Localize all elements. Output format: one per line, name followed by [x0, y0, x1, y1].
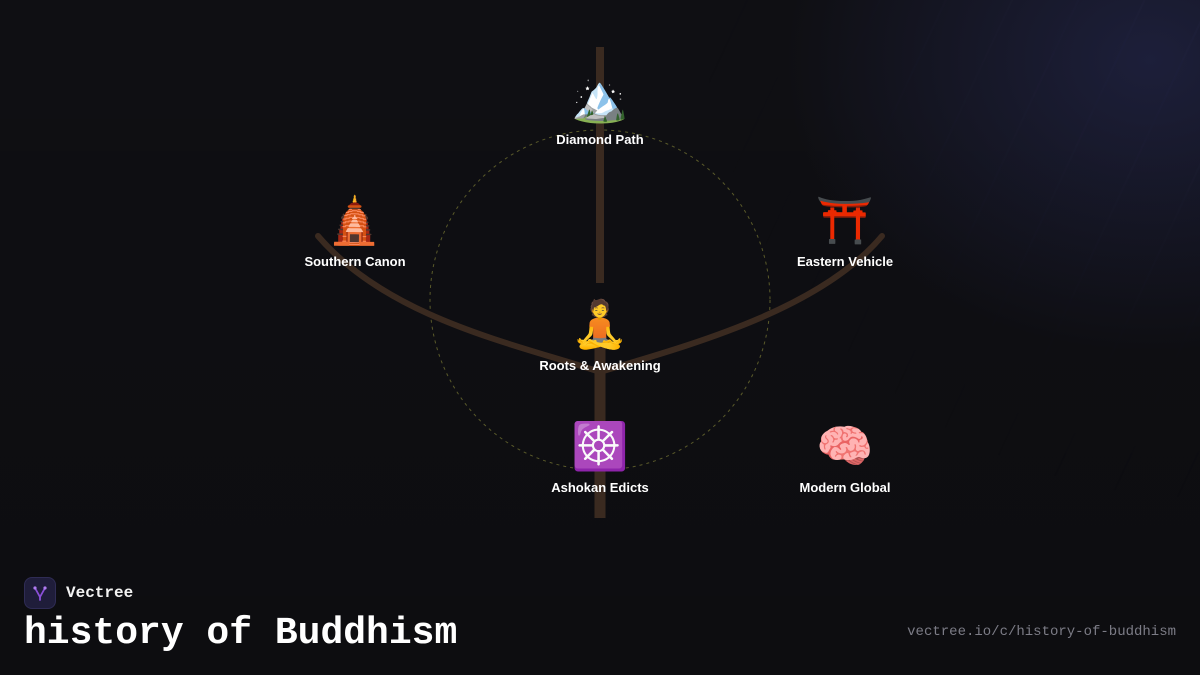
dharma-wheel-icon: ☸️	[571, 419, 629, 473]
node-roots-awakening[interactable]: 🧘 Roots & Awakening	[520, 296, 680, 373]
temple-icon: 🛕	[326, 193, 384, 247]
brand-name: Vectree	[66, 584, 134, 602]
node-southern-canon[interactable]: 🛕 Southern Canon	[275, 192, 435, 269]
node-label: Roots & Awakening	[539, 358, 661, 373]
node-ashokan-edicts[interactable]: ☸️ Ashokan Edicts	[520, 418, 680, 495]
node-label: Diamond Path	[556, 132, 644, 147]
site-url[interactable]: vectree.io/c/history-of-buddhism	[907, 624, 1176, 640]
node-label: Southern Canon	[304, 254, 406, 269]
torii-gate-icon: ⛩️	[816, 193, 874, 247]
branch-eastern-vehicle	[597, 233, 885, 375]
node-diamond-path[interactable]: 🏔️ Diamond Path	[520, 70, 680, 147]
vectree-logo-icon	[24, 577, 56, 609]
node-eastern-vehicle[interactable]: ⛩️ Eastern Vehicle	[765, 192, 925, 269]
vectree-logo-mark	[33, 586, 47, 601]
node-label: Eastern Vehicle	[796, 254, 894, 269]
brain-icon: 🧠	[816, 419, 874, 473]
meditating-person-icon: 🧘	[571, 297, 629, 351]
node-label: Ashokan Edicts	[551, 480, 649, 495]
page-title: history of Buddhism	[24, 612, 458, 655]
brand[interactable]: Vectree	[24, 577, 133, 609]
branch-southern-canon	[315, 233, 603, 375]
snow-capped-mountain-icon: 🏔️	[571, 71, 629, 125]
node-label: Modern Global	[799, 480, 891, 495]
node-modern-global[interactable]: 🧠 Modern Global	[765, 418, 925, 495]
